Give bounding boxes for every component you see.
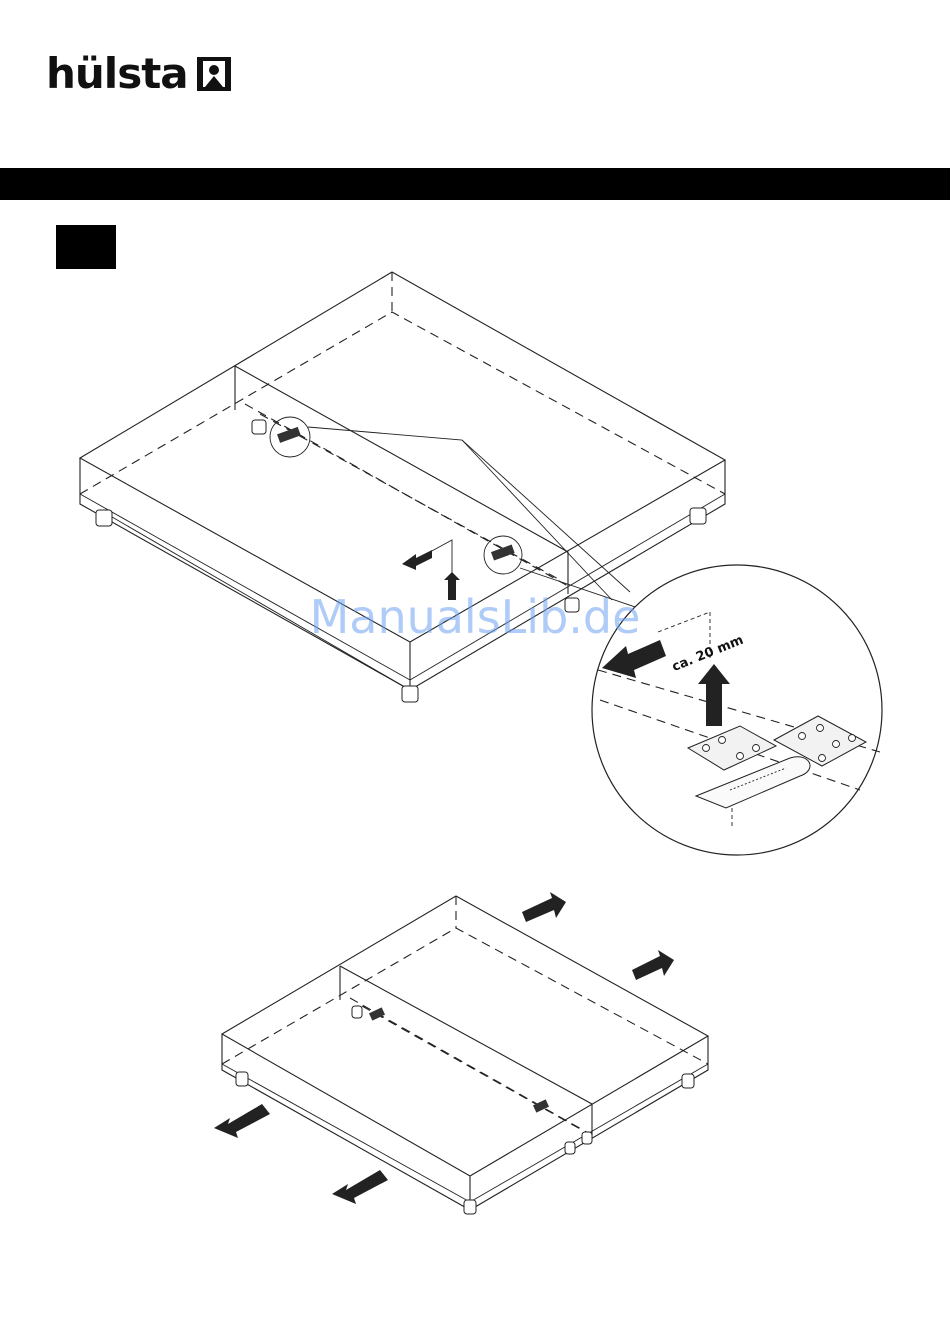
arrow-left-icon [402,550,432,570]
bed-frame-bottom [214,892,708,1214]
magnified-detail: ca. 20 mm [592,565,882,855]
arrow-up-icon [444,572,460,600]
arrow-right-icon [522,892,674,980]
arrow-left-icon [214,1104,388,1204]
